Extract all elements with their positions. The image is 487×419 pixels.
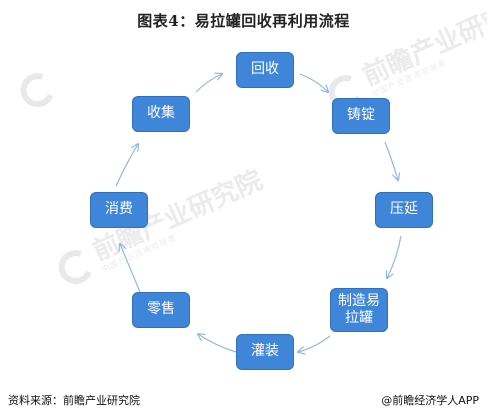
node-rolling: 压延: [375, 192, 433, 228]
arrow-casting-to-rolling: [384, 141, 398, 180]
arrow-making-to-filling: [298, 335, 331, 352]
chart-title: 图表4：易拉罐回收再利用流程: [137, 12, 350, 30]
node-filling: 灌装: [236, 334, 294, 370]
arrow-recycle-to-casting: [299, 73, 328, 92]
node-casting: 铸锭: [332, 98, 390, 134]
node-retail: 零售: [132, 292, 190, 328]
node-consume: 消费: [90, 192, 148, 228]
node-collect: 收集: [132, 96, 190, 132]
arrow-consume-to-collect: [115, 144, 138, 187]
arrow-rolling-to-making: [387, 235, 402, 278]
node-recycle: 回收: [236, 52, 294, 88]
arrow-collect-to-recycle: [195, 74, 222, 93]
arrow-filling-to-retail: [198, 334, 237, 353]
arrow-retail-to-consume: [120, 244, 141, 293]
node-making: 制造易拉罐: [330, 288, 388, 332]
credit-note: @前瞻经济学人APP: [381, 394, 479, 407]
source-note: 资料来源：前瞻产业研究院: [8, 394, 140, 407]
